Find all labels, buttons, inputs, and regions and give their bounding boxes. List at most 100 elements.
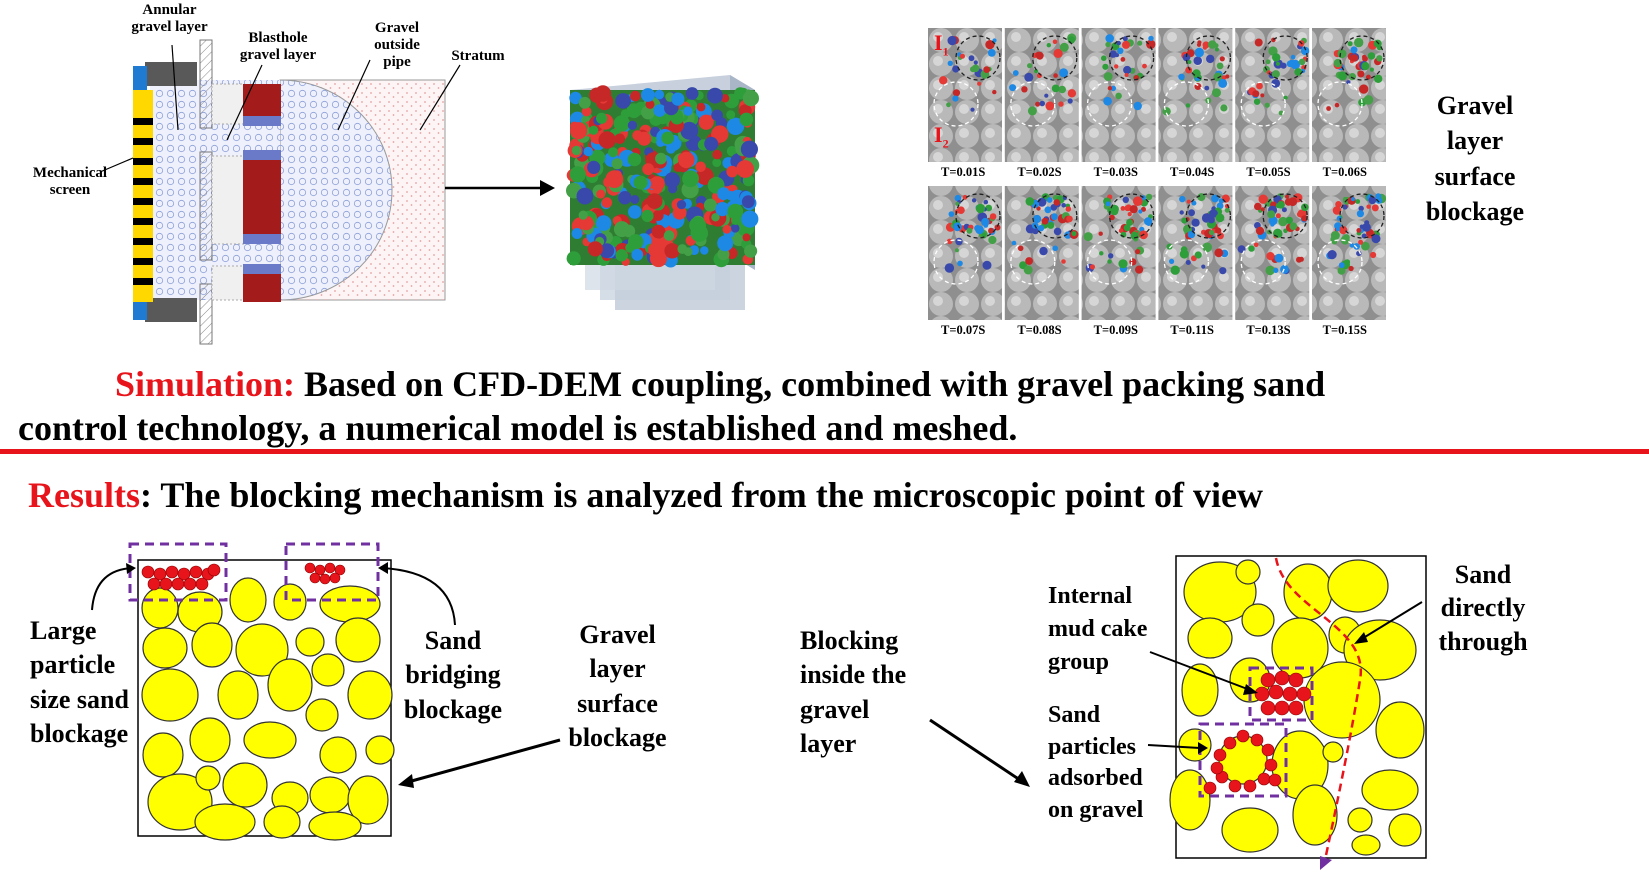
particle (566, 251, 581, 266)
particle (637, 131, 652, 146)
particle (672, 205, 687, 220)
particle (627, 120, 637, 130)
particle (641, 88, 655, 102)
time-label: T=0.02S (1017, 165, 1062, 179)
particle (595, 215, 612, 231)
particle (664, 243, 680, 259)
snapshot-frame (1158, 28, 1233, 162)
particle (631, 248, 644, 261)
snapshot-frame (928, 186, 1002, 320)
label-annular-gravel-layer: Annular gravel layer (131, 2, 208, 35)
particle (569, 91, 582, 105)
particle (650, 176, 665, 191)
particle (744, 244, 758, 258)
results-line: Results: The blocking mechanism is analy… (28, 475, 1263, 515)
particle (715, 202, 730, 217)
particle (683, 106, 693, 116)
particle (578, 210, 588, 220)
particle (615, 93, 631, 109)
snapshot-frame (1158, 186, 1233, 320)
particle (742, 233, 751, 242)
results-prefix: Results (28, 475, 141, 515)
particle (651, 224, 666, 239)
particle (587, 160, 601, 174)
particle (648, 242, 663, 258)
particle (741, 210, 759, 228)
particle (720, 94, 730, 103)
particle (741, 195, 755, 209)
particle (628, 205, 642, 219)
time-label: T=0.11S (1170, 323, 1214, 337)
particle (703, 198, 717, 212)
particle (704, 136, 719, 151)
particle (717, 187, 730, 201)
particle (700, 246, 709, 255)
particle (742, 90, 759, 107)
particle (633, 175, 648, 190)
particle (652, 210, 664, 221)
label-surface-blockage-bottom: Gravel layer surface blockage (568, 620, 667, 752)
snapshot-frame (1235, 186, 1310, 320)
particle (646, 193, 663, 209)
particle (642, 163, 655, 176)
particle (726, 117, 745, 135)
particle (726, 165, 738, 178)
time-label: T=0.07S (941, 323, 986, 337)
label-surface-blockage-top: Gravel layer surface blockage (1425, 91, 1525, 227)
label-sand-directly-through: Sand directly through (1438, 560, 1528, 656)
particle (696, 102, 706, 112)
particle (676, 200, 687, 210)
particle (642, 108, 654, 120)
particle (671, 92, 685, 106)
particle (689, 216, 706, 234)
particle (599, 243, 615, 259)
snapshot-frame (1235, 28, 1310, 162)
time-label: T=0.08S (1017, 323, 1062, 337)
particle (707, 87, 723, 104)
particle (711, 109, 723, 122)
particle (608, 147, 618, 158)
particle (613, 221, 630, 238)
particle (589, 87, 605, 103)
label-blocking-inside: Blocking inside the gravel layer (800, 626, 907, 758)
particle (630, 195, 640, 204)
simulation-line2: control technology, a numerical model is… (18, 408, 1018, 448)
gravel-internal-panel (929, 555, 1427, 870)
particle (611, 158, 623, 170)
particle (596, 189, 606, 199)
particle (663, 230, 675, 241)
particle-model-3d (566, 75, 760, 310)
time-label: T=0.01S (941, 165, 986, 179)
particle (717, 235, 734, 252)
snapshot-frame (1312, 28, 1386, 162)
label-sand-adsorbed: Sand particles adsorbed on gravel (1048, 702, 1144, 824)
particle (570, 122, 588, 140)
simulation-prefix: Simulation: (115, 364, 296, 404)
snapshot-frame (1312, 186, 1387, 320)
particle (581, 106, 592, 117)
label-sand-bridging: Sand bridging blockage (403, 626, 503, 724)
simulation-line1: Simulation: Based on CFD-DEM coupling, c… (115, 364, 1326, 404)
particle (618, 191, 632, 205)
particle (684, 170, 699, 186)
particle (712, 158, 722, 167)
particle (722, 224, 732, 234)
particle (664, 172, 680, 188)
particle (736, 160, 754, 178)
label-gravel-outside-pipe: Gravel outside pipe (374, 20, 420, 70)
particle (625, 242, 636, 253)
particle (730, 224, 740, 233)
particle (654, 89, 665, 100)
marker-i1: I1 (934, 30, 949, 59)
time-label: T=0.03S (1093, 165, 1138, 179)
label-mechanical-screen: Mechanical screen (32, 165, 108, 198)
particle (630, 90, 641, 102)
snapshot-frame (928, 28, 1002, 162)
wellbore-model-diagram (99, 39, 555, 345)
marker-i2: I2 (934, 122, 949, 151)
particle (653, 104, 666, 117)
particle (641, 209, 654, 222)
label-internal-mud-cake: Internal mud cake group (1048, 583, 1148, 676)
particle (614, 133, 626, 145)
